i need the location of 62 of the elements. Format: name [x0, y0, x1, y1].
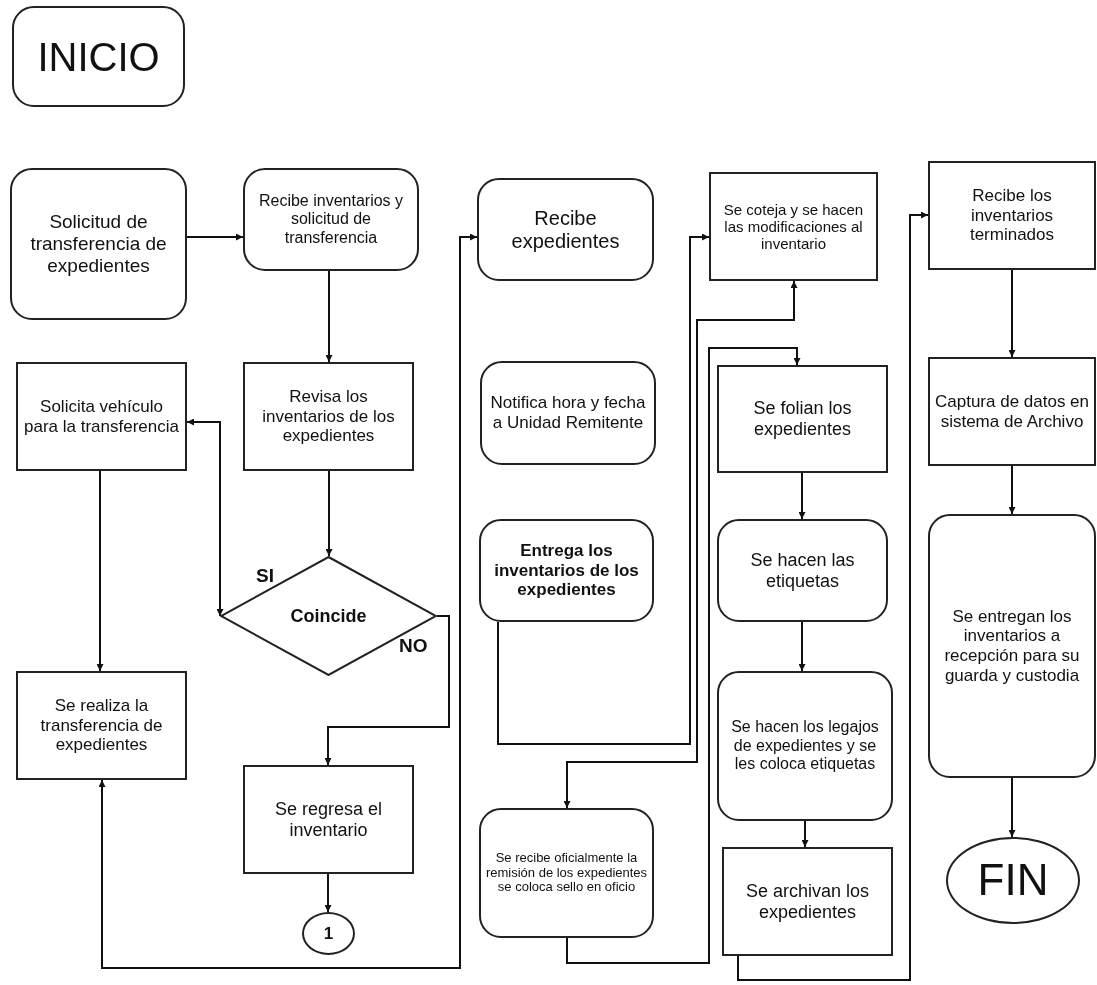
node-text: Se regresa el inventario [273, 798, 384, 841]
connector-arrow [96, 470, 104, 672]
connector-arrow [1008, 465, 1016, 515]
process-box [717, 365, 888, 473]
process-box [477, 178, 654, 281]
node-text: Se recibe oficialmente la remisión de los expedientes se coloca sello en oficio [485, 850, 648, 896]
node-text: Recibe los inventarios terminados [968, 186, 1056, 245]
edge-label: NO [398, 636, 429, 655]
connector-arrow [325, 470, 333, 557]
node-text: Se realiza la transferencia de expedientes [39, 696, 164, 755]
connector-arrow [98, 233, 478, 969]
node-text: Solicita vehículo para la transferencia [23, 396, 180, 437]
connector-arrow [801, 820, 809, 848]
node-text: Coincide [290, 605, 367, 627]
process-box [709, 172, 878, 281]
connector-arrow [186, 418, 224, 617]
process-box [10, 168, 187, 320]
node-text: Notifica hora y fecha a Unidad Remitente [489, 393, 647, 433]
node-text: Recibe expedientes [510, 206, 621, 253]
process-box [16, 362, 187, 471]
process-box [243, 168, 419, 271]
process-box [479, 808, 654, 938]
node-text: INICIO [37, 33, 160, 80]
node-text: Captura de datos en sistema de Archivo [934, 391, 1090, 432]
connector-arrow [1008, 777, 1016, 838]
process-box [479, 519, 654, 622]
terminal-ellipse [302, 912, 355, 955]
connector-arrow [798, 621, 806, 672]
node-text: Entrega los inventarios de los expedientes [493, 541, 640, 600]
process-box [243, 362, 414, 471]
process-box [12, 6, 185, 107]
process-box [16, 671, 187, 780]
process-box [717, 671, 893, 821]
node-text: 1 [323, 923, 334, 944]
node-text: Se hacen las etiquetas [749, 549, 856, 592]
connector-arrow [737, 211, 929, 981]
connector-arrow [566, 347, 801, 964]
node-text: Solicitud de transferencia de expedientes [29, 211, 168, 277]
node-text: Revisa los inventarios de los expedientes [261, 387, 396, 446]
node-text: Se entregan los inventarios a recepción para su guarda y custodia [943, 606, 1081, 686]
node-text: Se hacen los legajos de expedientes y se les coloca etiquetas [730, 718, 880, 774]
connector-arrow [324, 873, 332, 913]
process-box [928, 357, 1096, 466]
connector-arrow [324, 615, 450, 766]
connector-arrow [563, 280, 798, 809]
node-text: Se archivan los expedientes [744, 880, 871, 923]
process-box [243, 765, 414, 874]
connector-arrow [1008, 269, 1016, 358]
node-text: Se folian los expedientes [752, 398, 853, 440]
process-box [928, 161, 1096, 270]
connector-arrow [497, 233, 710, 745]
process-box [722, 847, 893, 956]
connector-arrow [186, 233, 244, 241]
connector-arrow [798, 472, 806, 520]
process-box [480, 361, 656, 465]
node-text: Recibe inventarios y solicitud de transferencia [257, 191, 405, 248]
process-box [717, 519, 888, 622]
node-text: Se coteja y se hacen las modificaciones al inventario [722, 200, 865, 253]
edge-label: SI [255, 566, 275, 585]
connector-arrow [325, 270, 333, 363]
node-text: FIN [977, 855, 1049, 906]
process-box [928, 514, 1096, 778]
